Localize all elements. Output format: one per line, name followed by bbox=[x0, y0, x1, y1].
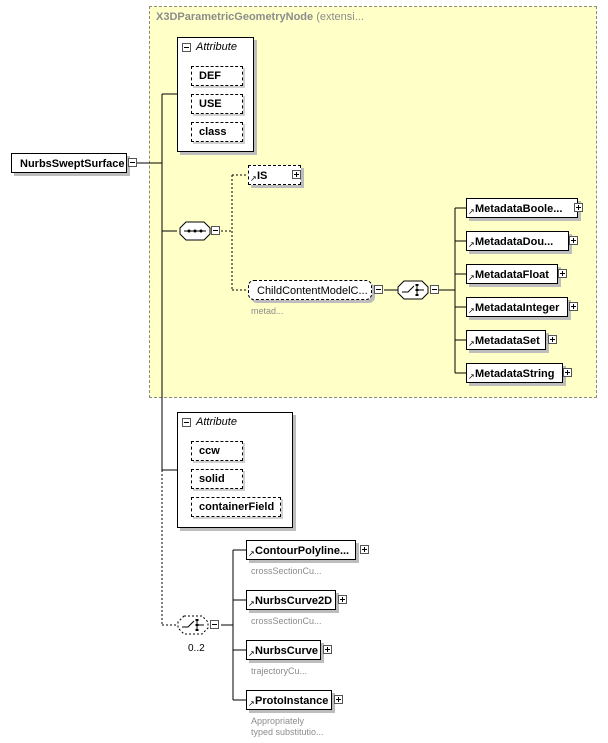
metadata-string-expand-icon[interactable] bbox=[563, 368, 572, 377]
metadata-boolean-element[interactable]: ↗ MetadataBoole... bbox=[466, 198, 578, 218]
nurbs-curve-2d-element[interactable]: ↗ NurbsCurve2D bbox=[246, 590, 336, 610]
nurbs-curve-2d-sub-label: crossSectionCu... bbox=[251, 616, 322, 626]
attribute-def[interactable]: DEF bbox=[191, 66, 243, 86]
metadata-float-expand-icon[interactable] bbox=[558, 269, 567, 278]
nurbs-curve-2d-label: NurbsCurve2D bbox=[255, 595, 333, 607]
metadata-set-expand-icon[interactable] bbox=[548, 335, 557, 344]
proto-instance-sub-label: Appropriately typed substitutio... bbox=[251, 716, 324, 737]
reference-arrow-icon: ↗ bbox=[468, 273, 475, 282]
extension-title: X3DParametricGeometryNode (extensi... bbox=[156, 11, 364, 23]
contour-polyline-label: ContourPolyline... bbox=[255, 545, 350, 557]
reference-arrow-icon: ↗ bbox=[468, 207, 475, 216]
child-content-model-group[interactable]: ChildContentModelC... bbox=[248, 280, 372, 300]
metadata-set-element[interactable]: ↗ MetadataSet bbox=[466, 330, 546, 350]
metadata-string-label: MetadataString bbox=[475, 368, 555, 380]
occurrence-label: 0..2 bbox=[188, 643, 205, 654]
reference-arrow-icon: ↗ bbox=[248, 549, 255, 558]
metadata-string-element[interactable]: ↗ MetadataString bbox=[466, 363, 563, 383]
nurbs-curve-2d-expand-icon[interactable] bbox=[338, 595, 347, 604]
contour-polyline-sub-label: crossSectionCu... bbox=[251, 566, 322, 576]
own-attribute-group: Attribute ccw solid containerField bbox=[177, 412, 293, 528]
nurbs-curve-sub-label: trajectoryCu... bbox=[251, 666, 308, 676]
attribute-use[interactable]: USE bbox=[191, 94, 243, 114]
metadata-boolean-expand-icon[interactable] bbox=[574, 203, 583, 212]
reference-arrow-icon: ↗ bbox=[468, 240, 475, 249]
metadata-integer-expand-icon[interactable] bbox=[569, 302, 578, 311]
attribute-solid[interactable]: solid bbox=[191, 469, 243, 489]
attribute-ccw[interactable]: ccw bbox=[191, 441, 243, 461]
nurbs-curve-element[interactable]: ↗ NurbsCurve bbox=[246, 640, 321, 660]
attribute-container-field[interactable]: containerField bbox=[191, 497, 281, 517]
reference-arrow-icon: ↗ bbox=[248, 649, 255, 658]
proto-instance-element[interactable]: ↗ ProtoInstance bbox=[246, 690, 332, 710]
child-content-collapse-icon[interactable] bbox=[374, 285, 383, 294]
nurbs-curve-expand-icon[interactable] bbox=[323, 645, 332, 654]
sequence-compositor bbox=[179, 221, 211, 241]
metadata-choice-collapse-icon[interactable] bbox=[430, 285, 439, 294]
children-choice-collapse-icon[interactable] bbox=[210, 620, 219, 629]
root-collapse-icon[interactable] bbox=[128, 158, 137, 167]
child-content-sub-label: metad... bbox=[251, 306, 284, 316]
metadata-choice-compositor bbox=[397, 280, 429, 300]
metadata-boolean-label: MetadataBoole... bbox=[475, 203, 563, 215]
metadata-double-element[interactable]: ↗ MetadataDou... bbox=[466, 231, 569, 251]
child-content-model-label: ChildContentModelC... bbox=[257, 285, 368, 297]
reference-arrow-icon: ↗ bbox=[468, 306, 475, 315]
inherited-attribute-group: Attribute DEF USE class bbox=[177, 37, 254, 152]
children-choice-compositor bbox=[177, 615, 209, 635]
proto-instance-label: ProtoInstance bbox=[255, 695, 329, 707]
metadata-set-label: MetadataSet bbox=[475, 335, 540, 347]
extension-suffix: (extensi... bbox=[316, 11, 364, 23]
reference-arrow-icon: ↗ bbox=[468, 372, 475, 381]
metadata-float-element[interactable]: ↗ MetadataFloat bbox=[466, 264, 558, 284]
reference-arrow-icon: ↗ bbox=[468, 339, 475, 348]
attribute-group-collapse-icon[interactable] bbox=[182, 418, 191, 427]
nurbs-curve-label: NurbsCurve bbox=[255, 645, 318, 657]
sequence-collapse-icon[interactable] bbox=[211, 226, 220, 235]
attribute-class[interactable]: class bbox=[191, 122, 243, 142]
root-element-label: NurbsSweptSurface bbox=[20, 158, 125, 170]
metadata-integer-label: MetadataInteger bbox=[475, 302, 560, 314]
attribute-group-collapse-icon[interactable] bbox=[182, 43, 191, 52]
is-expand-icon[interactable] bbox=[292, 170, 301, 179]
proto-instance-expand-icon[interactable] bbox=[334, 695, 343, 704]
metadata-float-label: MetadataFloat bbox=[475, 269, 549, 281]
reference-arrow-icon: ↗ bbox=[248, 599, 255, 608]
extension-name: X3DParametricGeometryNode bbox=[156, 11, 314, 23]
metadata-integer-element[interactable]: ↗ MetadataInteger bbox=[466, 297, 568, 317]
contour-polyline-expand-icon[interactable] bbox=[360, 545, 369, 554]
contour-polyline-element[interactable]: ↗ ContourPolyline... bbox=[246, 540, 356, 560]
reference-arrow-icon: ↗ bbox=[248, 699, 255, 708]
attribute-group-header: Attribute bbox=[196, 41, 237, 53]
reference-arrow-icon: ↗ bbox=[250, 174, 257, 183]
is-element-label: IS bbox=[257, 170, 268, 182]
attribute-group-header: Attribute bbox=[196, 416, 237, 428]
metadata-double-label: MetadataDou... bbox=[475, 236, 554, 248]
root-element[interactable]: NurbsSweptSurface bbox=[11, 153, 127, 173]
metadata-double-expand-icon[interactable] bbox=[569, 236, 578, 245]
